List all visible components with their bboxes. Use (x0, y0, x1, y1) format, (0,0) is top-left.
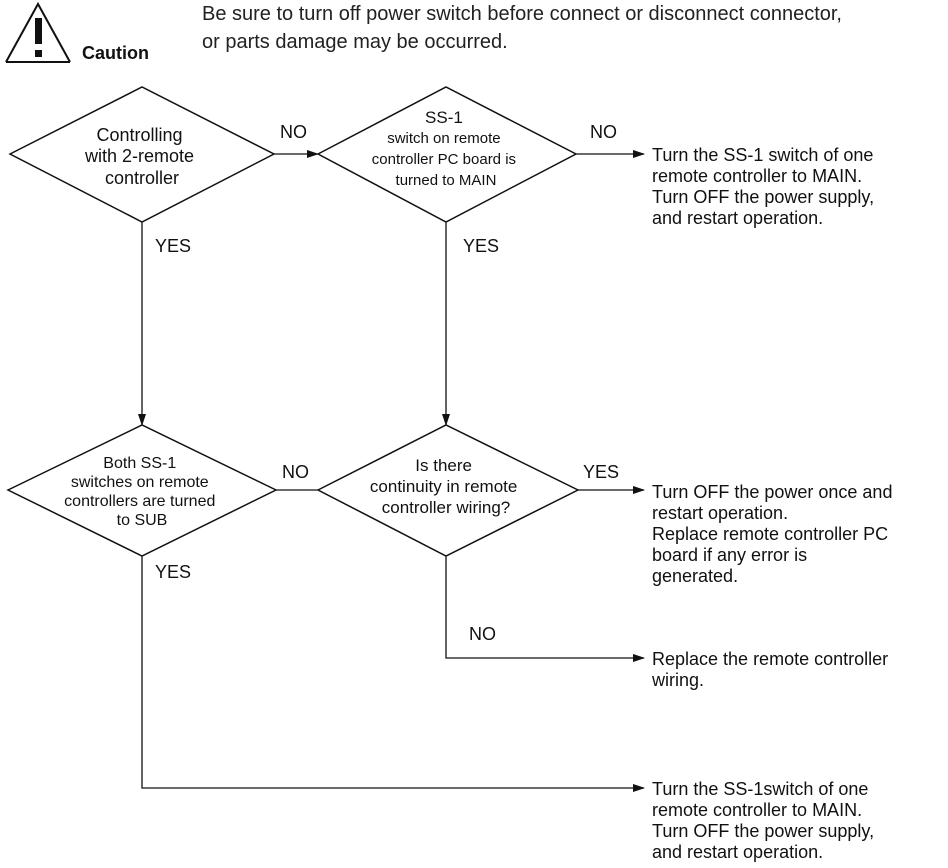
edge-label-d1-no: NO (280, 122, 307, 142)
action-a1-line: and restart operation. (652, 208, 823, 228)
decision-d2-line: turned to MAIN (396, 172, 497, 189)
action-a1-line: remote controller to MAIN. (652, 166, 862, 186)
caution-line-1: Be sure to turn off power switch before … (202, 3, 842, 25)
action-text-a3: Replace the remote controller wiring. (651, 649, 893, 690)
decision-d3-line: Both SS-1 (103, 455, 176, 472)
caution-icon (5, 1, 71, 63)
action-text-a2: Turn OFF the power once and restart oper… (652, 482, 897, 586)
decision-text-d1: Controlling with 2-remote controller (84, 125, 199, 188)
edge-label-d3-yes: YES (155, 562, 191, 582)
action-text-a4: Turn the SS-1switch of one remote contro… (652, 779, 879, 862)
decision-d3-line: switches on remote (71, 474, 209, 491)
edge-label-d3-no: NO (282, 462, 309, 482)
action-a2-line: Replace remote controller PC (652, 524, 888, 544)
decision-d1-line: with 2-remote (84, 146, 194, 166)
caution-line-2: or parts damage may be occurred. (202, 31, 508, 53)
caution-label: Caution (82, 43, 149, 63)
action-a4-line: Turn the SS-1switch of one (652, 779, 868, 799)
action-a4-line: remote controller to MAIN. (652, 800, 862, 820)
decision-d1-line: controller (105, 168, 179, 188)
decision-d2-line: switch on remote (387, 130, 500, 147)
edge-label-d2-no: NO (590, 122, 617, 142)
action-a2-line: restart operation. (652, 503, 788, 523)
edge-label-d1-yes: YES (155, 236, 191, 256)
action-a4-line: Turn OFF the power supply, (652, 821, 874, 841)
edge-d3-yes (141, 556, 645, 792)
decision-d2-line: controller PC board is (372, 151, 516, 168)
decision-d4-line: Is there (415, 456, 472, 475)
edge-label-d4-yes: YES (583, 462, 619, 482)
decision-text-d2: SS-1 switch on remote controller PC boar… (372, 108, 520, 189)
action-a1-line: Turn the SS-1 switch of one (652, 145, 873, 165)
action-a1-line: Turn OFF the power supply, (652, 187, 874, 207)
decision-d3-line: to SUB (117, 512, 168, 529)
edge-d4-no (445, 556, 645, 662)
decision-d2-line: SS-1 (425, 108, 463, 127)
action-a3-line: Replace the remote controller (652, 649, 888, 669)
decision-d4-line: controller wiring? (382, 498, 511, 517)
action-a4-line: and restart operation. (652, 842, 823, 862)
decision-text-d4: Is there continuity in remote controller… (370, 456, 522, 517)
action-a2-line: board if any error is (652, 545, 807, 565)
action-text-a1: Turn the SS-1 switch of one remote contr… (652, 145, 879, 228)
action-a2-line: generated. (652, 566, 738, 586)
decision-d1-line: Controlling (96, 125, 182, 145)
action-a3-line: wiring. (651, 670, 704, 690)
decision-d4-line: continuity in remote (370, 477, 517, 496)
edge-label-d2-yes: YES (463, 236, 499, 256)
decision-d3-line: controllers are turned (64, 493, 215, 510)
caution-text: Be sure to turn off power switch before … (202, 0, 942, 56)
action-a2-line: Turn OFF the power once and (652, 482, 892, 502)
decision-text-d3: Both SS-1 switches on remote controllers… (64, 455, 220, 529)
edge-label-d4-no: NO (469, 624, 496, 644)
